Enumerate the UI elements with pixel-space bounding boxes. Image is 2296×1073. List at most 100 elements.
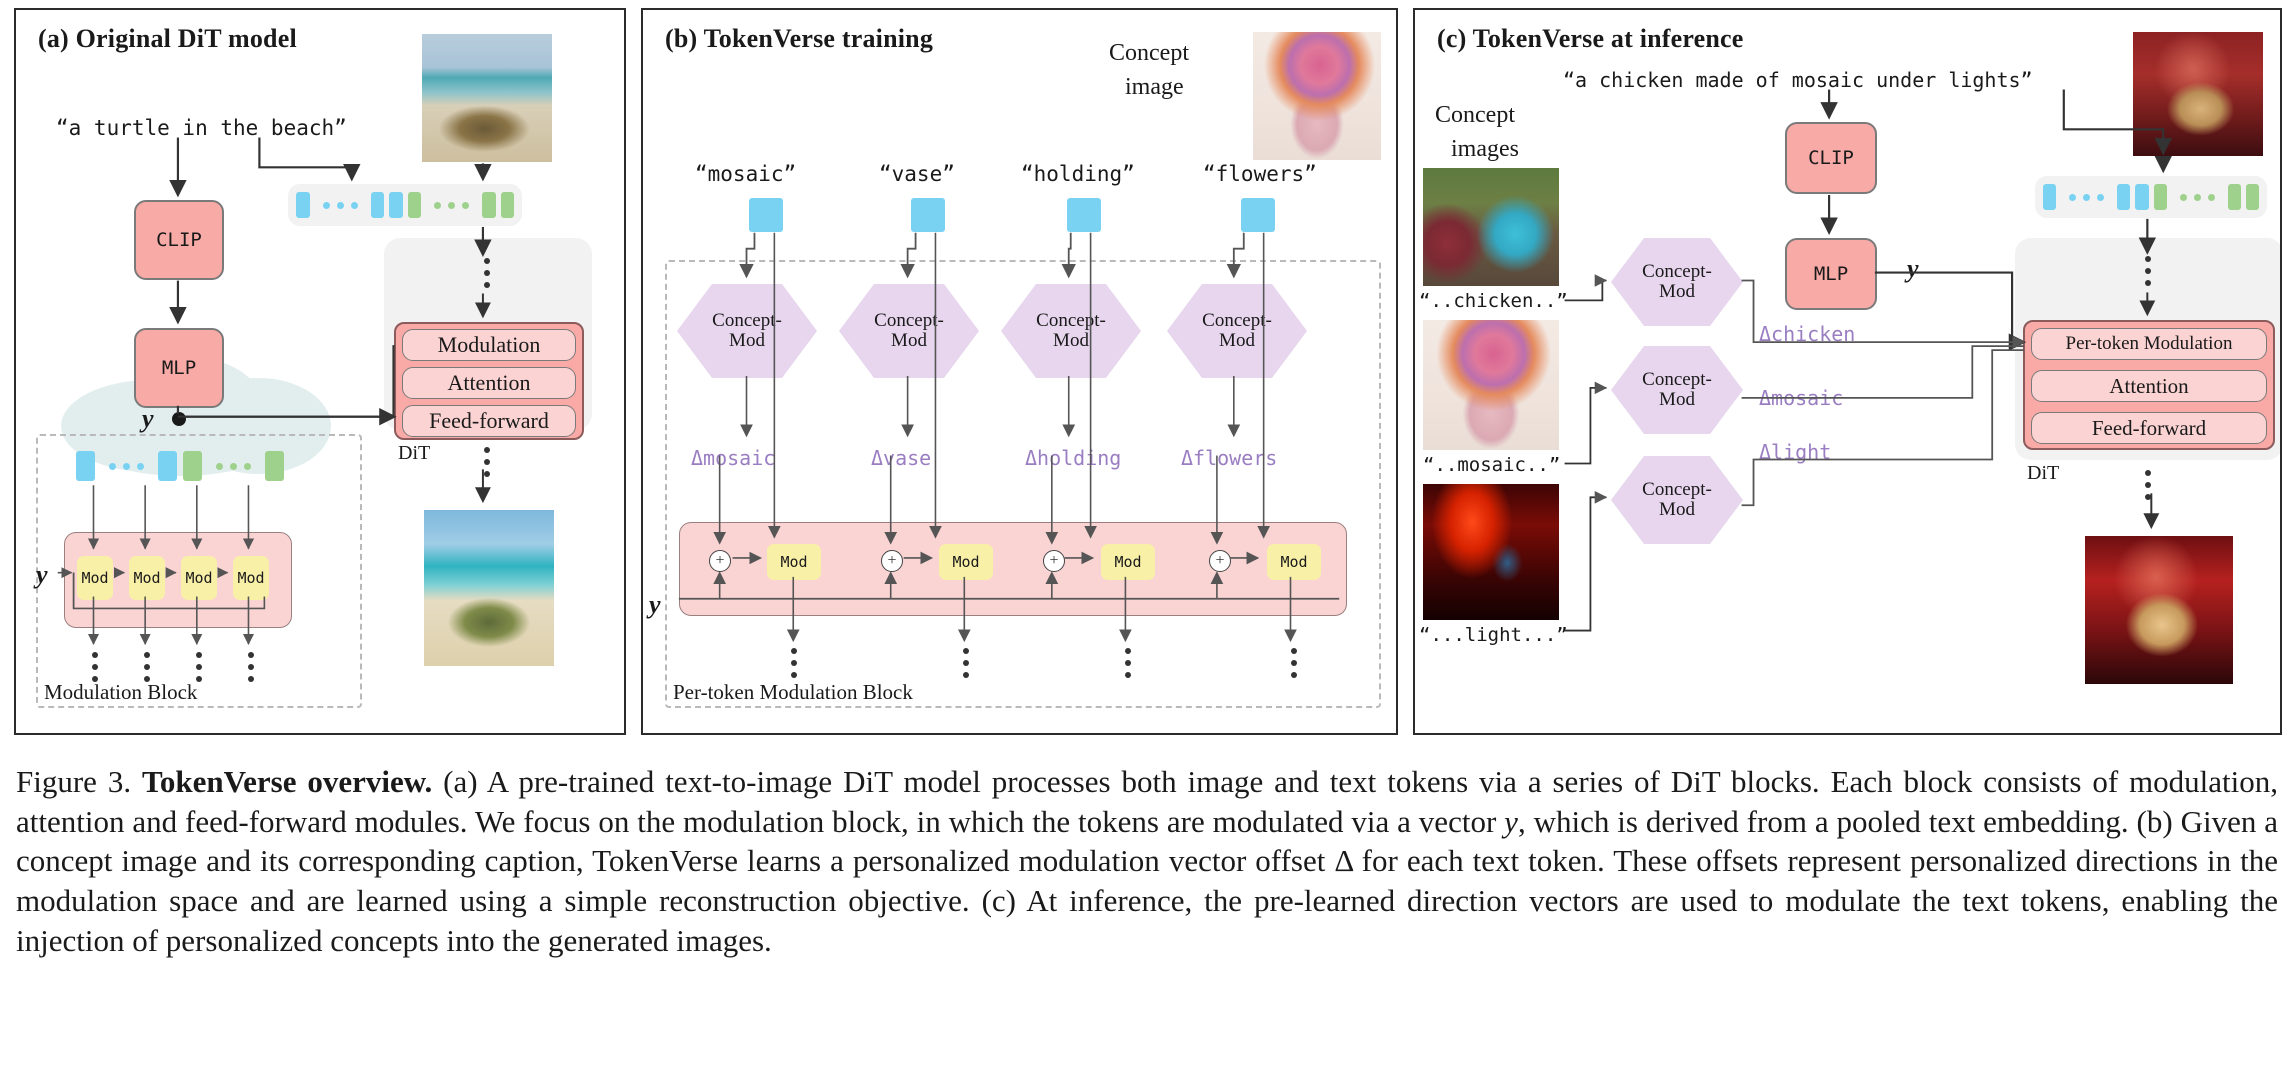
image-token bbox=[407, 192, 421, 218]
noisy-chicken-image bbox=[2133, 32, 2263, 156]
dit-label-c: DiT bbox=[2027, 462, 2060, 484]
dit-vertical-dots bbox=[484, 258, 490, 288]
token-word-flowers: “flowers” bbox=[1203, 162, 1317, 186]
concept-mod-hexagon[interactable]: Concept-Mod bbox=[1611, 456, 1743, 544]
concept-mod-hexagon[interactable]: Concept-Mod bbox=[1611, 238, 1743, 326]
dit-row-attention[interactable]: Attention bbox=[402, 367, 576, 399]
text-token bbox=[2135, 184, 2149, 210]
concept-caption-light: “...light...” bbox=[1419, 624, 1568, 646]
dit-row-feedforward[interactable]: Feed-forward bbox=[2031, 412, 2267, 444]
mod-box[interactable]: Mod bbox=[939, 544, 993, 580]
concept-image-mosaic-vase bbox=[1423, 320, 1559, 450]
out-dots bbox=[1125, 648, 1131, 678]
text-token-square bbox=[749, 198, 783, 232]
token-strip-c bbox=[2035, 176, 2267, 218]
concept-image-light bbox=[1423, 484, 1559, 620]
token-strip-a bbox=[288, 184, 522, 226]
token-ellipsis bbox=[426, 201, 477, 209]
concept-mod-label-line2: Mod bbox=[729, 330, 765, 351]
concept-mod-label-line1: Concept- bbox=[874, 310, 944, 332]
concept-mod-label-line1: Concept- bbox=[1642, 479, 1712, 501]
concept-mod-label-line1: Concept- bbox=[1642, 261, 1712, 283]
image-token bbox=[183, 451, 202, 481]
concept-mod-hexagon[interactable]: Concept-Mod bbox=[1611, 346, 1743, 434]
panel-c-tokenverse-inference: (c) TokenVerse at inference Concept imag… bbox=[1413, 8, 2282, 735]
text-token bbox=[296, 192, 310, 218]
mod-box[interactable]: Mod bbox=[1267, 544, 1321, 580]
panel-b-title: (b) TokenVerse training bbox=[665, 24, 934, 53]
mlp-block-c[interactable]: MLP bbox=[1785, 238, 1877, 310]
concept-mod-label-line1: Concept- bbox=[712, 310, 782, 332]
caption-y-symbol: y bbox=[1504, 803, 1518, 839]
panel-a-title: (a) Original DiT model bbox=[38, 24, 297, 53]
dit-vertical-dots-lower bbox=[484, 447, 490, 477]
concept-image-vase bbox=[1253, 32, 1381, 160]
concept-caption-mosaic: “..mosaic..” bbox=[1423, 454, 1561, 476]
token-ellipsis bbox=[2172, 193, 2223, 201]
concept-mod-label-line2: Mod bbox=[1659, 389, 1695, 410]
plus-operator: + bbox=[709, 550, 731, 572]
concept-image-chicken bbox=[1423, 168, 1559, 286]
generated-turtle-image bbox=[424, 510, 554, 666]
dit-row-per-token-modulation[interactable]: Per-token Modulation bbox=[2031, 328, 2267, 360]
panel-c-title: (c) TokenVerse at inference bbox=[1437, 24, 1744, 53]
mod-box[interactable]: Mod bbox=[233, 556, 269, 600]
clip-block-c[interactable]: CLIP bbox=[1785, 122, 1877, 194]
image-token bbox=[482, 192, 496, 218]
y-vector-label-c: y bbox=[1907, 254, 1919, 283]
image-token bbox=[265, 451, 284, 481]
panel-c-prompt: “a chicken made of mosaic under lights” bbox=[1563, 68, 2033, 92]
concept-images-label-line1: Concept bbox=[1435, 102, 1515, 128]
out-dots bbox=[1291, 648, 1297, 678]
concept-mod-label-line1: Concept- bbox=[1202, 310, 1272, 332]
figure-area: (a) Original DiT model “a turtle in the … bbox=[14, 8, 2282, 738]
concept-mod-hexagon[interactable]: Concept-Mod bbox=[1001, 284, 1141, 378]
caption-figure-number: Figure 3. bbox=[16, 764, 132, 799]
dit-row-feedforward[interactable]: Feed-forward bbox=[402, 405, 576, 437]
mod-box[interactable]: Mod bbox=[767, 544, 821, 580]
delta-holding: Δholding bbox=[1025, 446, 1122, 470]
text-token bbox=[158, 451, 177, 481]
concept-mod-label-line2: Mod bbox=[891, 330, 927, 351]
dit-row-modulation[interactable]: Modulation bbox=[402, 329, 576, 361]
clip-block-a[interactable]: CLIP bbox=[134, 200, 224, 280]
concept-mod-label-line1: Concept- bbox=[1036, 310, 1106, 332]
mod-box[interactable]: Mod bbox=[181, 556, 217, 600]
image-token bbox=[500, 192, 514, 218]
out-dots bbox=[92, 652, 98, 682]
plus-operator: + bbox=[1043, 550, 1065, 572]
per-token-modulation-region bbox=[665, 260, 1381, 708]
dit-row-attention[interactable]: Attention bbox=[2031, 370, 2267, 402]
panel-b-tokenverse-training: (b) TokenVerse training Concept image “m… bbox=[641, 8, 1398, 735]
caption-body-1: (a) A pre-trained text-to-image DiT mode… bbox=[16, 764, 2279, 839]
token-ellipsis bbox=[2061, 193, 2112, 201]
dit-vertical-dots bbox=[2145, 256, 2151, 286]
modulation-block-label: Modulation Block bbox=[44, 680, 198, 704]
out-dots bbox=[196, 652, 202, 682]
image-token bbox=[2153, 184, 2167, 210]
y-vector-label-a: y bbox=[142, 404, 154, 433]
mlp-block-a[interactable]: MLP bbox=[134, 328, 224, 408]
mod-box[interactable]: Mod bbox=[1101, 544, 1155, 580]
dit-vertical-dots-lower bbox=[2145, 470, 2151, 500]
mod-box[interactable]: Mod bbox=[129, 556, 165, 600]
delta-flowers: Δflowers bbox=[1181, 446, 1278, 470]
image-token bbox=[2245, 184, 2260, 210]
figure-caption: Figure 3. TokenVerse overview. (a) A pre… bbox=[16, 762, 2278, 960]
concept-image-label-line1: Concept bbox=[1109, 40, 1189, 66]
out-dots bbox=[791, 648, 797, 678]
out-dots bbox=[963, 648, 969, 678]
plus-operator: + bbox=[1209, 550, 1231, 572]
caption-bold-title: TokenVerse overview. bbox=[142, 764, 433, 799]
caption-delta-symbol: Δ bbox=[1334, 843, 1353, 879]
concept-mod-label-line2: Mod bbox=[1659, 499, 1695, 520]
panel-a-prompt: “a turtle in the beach” bbox=[56, 116, 347, 140]
modulation-block-region bbox=[36, 434, 362, 708]
concept-image-label-line2: image bbox=[1125, 74, 1184, 100]
mod-box[interactable]: Mod bbox=[77, 556, 113, 600]
concept-mod-hexagon[interactable]: Concept-Mod bbox=[1167, 284, 1307, 378]
y-junction-dot bbox=[172, 412, 186, 426]
concept-images-label-line2: images bbox=[1451, 136, 1519, 162]
out-dots bbox=[248, 652, 254, 682]
dit-label-a: DiT bbox=[398, 442, 431, 464]
